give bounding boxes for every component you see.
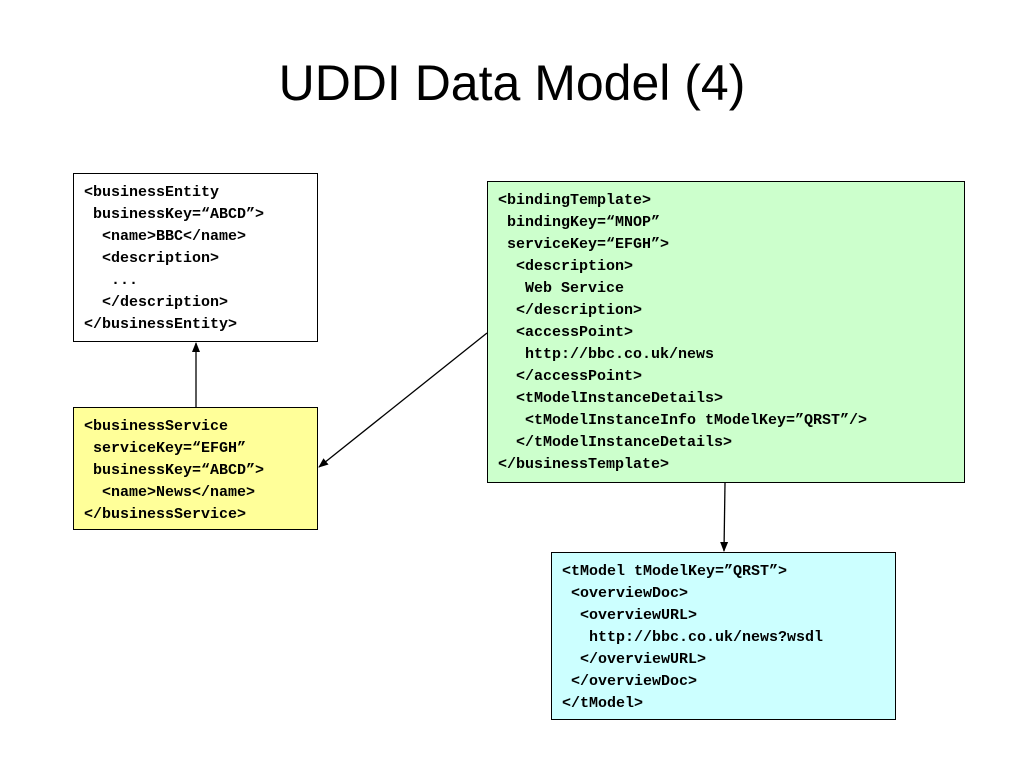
- code-line: </overviewURL>: [562, 651, 707, 668]
- code-line: <overviewURL>: [562, 607, 698, 624]
- code-line: <name>News</name>: [84, 484, 256, 501]
- code-line: businessKey=“ABCD”>: [84, 462, 265, 479]
- slide-title: UDDI Data Model (4): [278, 55, 746, 111]
- code-line: <accessPoint>: [498, 324, 634, 341]
- business-entity-box: <businessEntity businessKey=“ABCD”> <nam…: [73, 173, 318, 342]
- code-line: </businessTemplate>: [498, 456, 670, 473]
- code-line: <tModelInstanceInfo tModelKey=”QRST”/>: [498, 412, 868, 429]
- arrow-binding-to-tmodel: [720, 482, 729, 552]
- code-line: </tModel>: [562, 695, 644, 712]
- code-line: </accessPoint>: [498, 368, 643, 385]
- code-line: </description>: [498, 302, 643, 319]
- code-line: <overviewDoc>: [562, 585, 689, 602]
- code-line: <bindingTemplate>: [498, 192, 652, 209]
- code-line: </overviewDoc>: [562, 673, 698, 690]
- arrow-binding-to-service: [318, 332, 488, 468]
- code-line: businessKey=“ABCD”>: [84, 206, 265, 223]
- code-line: Web Service: [498, 280, 625, 297]
- code-line: <businessService: [84, 418, 229, 435]
- code-line: http://bbc.co.uk/news: [498, 346, 715, 363]
- binding-template-box: <bindingTemplate> bindingKey=“MNOP” serv…: [487, 181, 965, 483]
- code-line: <description>: [498, 258, 634, 275]
- code-line: <tModelInstanceDetails>: [498, 390, 724, 407]
- code-line: <businessEntity: [84, 184, 220, 201]
- code-line: serviceKey=“EFGH”>: [498, 236, 670, 253]
- code-line: </tModelInstanceDetails>: [498, 434, 733, 451]
- code-line: <tModel tModelKey=”QRST”>: [562, 563, 788, 580]
- code-line: <name>BBC</name>: [84, 228, 247, 245]
- code-line: http://bbc.co.uk/news?wsdl: [562, 629, 824, 646]
- code-line: </businessEntity>: [84, 316, 238, 333]
- code-line: <description>: [84, 250, 220, 267]
- tmodel-box: <tModel tModelKey=”QRST”> <overviewDoc> …: [551, 552, 896, 720]
- code-line: </businessService>: [84, 506, 247, 523]
- code-line: bindingKey=“MNOP”: [498, 214, 661, 231]
- business-service-box: <businessService serviceKey=“EFGH” busin…: [73, 407, 318, 530]
- code-line: ...: [84, 272, 139, 289]
- code-line: serviceKey=“EFGH”: [84, 440, 247, 457]
- code-line: </description>: [84, 294, 229, 311]
